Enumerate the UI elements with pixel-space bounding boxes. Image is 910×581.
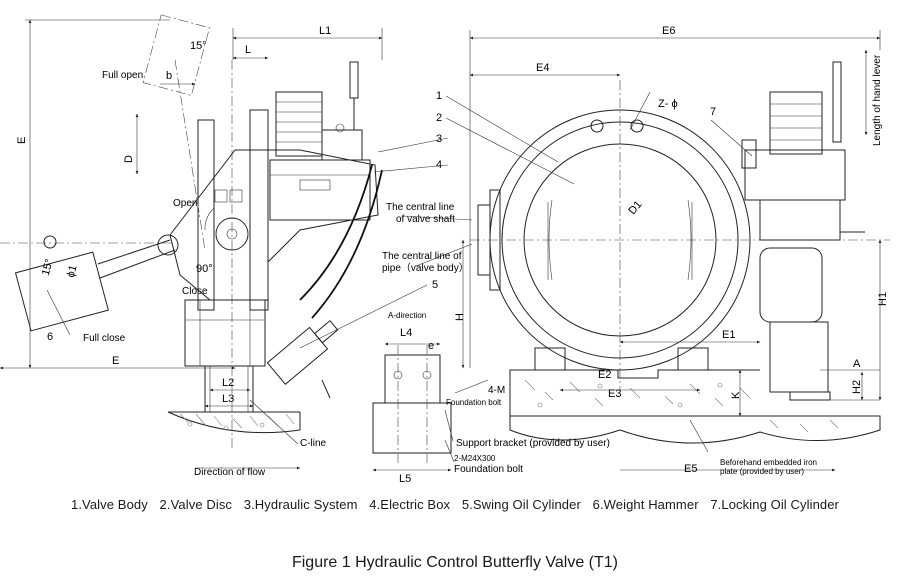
dim-A: A bbox=[853, 358, 861, 370]
callout-leaders bbox=[46, 95, 753, 463]
label-central-shaft-1: The central line bbox=[386, 202, 455, 213]
motor-right bbox=[769, 91, 823, 155]
label-direction-of-flow: Direction of flow bbox=[194, 467, 266, 478]
label-central-pipe-2: pipe（valve body） bbox=[382, 262, 469, 274]
label-embedded-2: plate (provided by user) bbox=[720, 467, 804, 476]
dim-90: 90° bbox=[196, 263, 213, 275]
dim-D: D bbox=[123, 155, 135, 163]
label-full-close: Full close bbox=[83, 333, 126, 344]
base-block bbox=[204, 365, 254, 413]
label-central-shaft-2: of valve shaft bbox=[396, 214, 455, 225]
dim-E-left: E bbox=[16, 137, 28, 144]
foundation-right bbox=[509, 369, 881, 444]
dim-K: K bbox=[730, 391, 742, 399]
side-view bbox=[0, 14, 383, 470]
dim-e: e bbox=[428, 340, 434, 352]
label-m24: 2-M24X300 bbox=[454, 454, 496, 463]
lever-body bbox=[169, 149, 379, 301]
dim-L5: L5 bbox=[399, 473, 411, 485]
label-a-direction: A-direction bbox=[388, 311, 426, 320]
dim-E4: E4 bbox=[536, 62, 549, 74]
flange-right bbox=[249, 109, 269, 311]
dim-E3: E3 bbox=[608, 388, 621, 400]
dim-H2: H2 bbox=[851, 380, 863, 394]
oil-pipe bbox=[299, 164, 373, 301]
label-c-line: C-line bbox=[300, 438, 327, 449]
position-dial bbox=[215, 217, 249, 251]
dim-z-phi: Z- ϕ bbox=[658, 98, 678, 110]
swing-cylinder bbox=[266, 320, 339, 385]
dim-15-top: 15° bbox=[190, 40, 207, 52]
label-foundation-bolt: Foundation bolt bbox=[446, 398, 502, 407]
weight-hammer bbox=[14, 251, 109, 332]
locking-cylinder bbox=[741, 139, 757, 169]
dim-b: b bbox=[166, 70, 172, 82]
legend-item: 3.Hydraulic System bbox=[243, 497, 358, 512]
dim-E-bottom: E bbox=[112, 355, 119, 367]
label-foundation-bolt-2: Foundation bolt bbox=[454, 464, 523, 475]
callout-4: 4 bbox=[436, 159, 442, 171]
dim-E6: E6 bbox=[662, 25, 675, 37]
dim-E1: E1 bbox=[722, 329, 735, 341]
label-embedded-1: Beforehand embedded iron bbox=[720, 458, 817, 467]
dim-E5: E5 bbox=[684, 463, 697, 475]
dim-phi1: ϕ1 bbox=[65, 264, 80, 279]
callout-7: 7 bbox=[710, 106, 716, 118]
legend-item: 5.Swing Oil Cylinder bbox=[461, 497, 581, 512]
label-hand-lever: Length of hand lever bbox=[872, 54, 883, 146]
legend-item: 1.Valve Body bbox=[70, 497, 148, 512]
legend-item: 6.Weight Hammer bbox=[592, 497, 699, 512]
part-labels: Full open Open Close Full close C-line D… bbox=[83, 54, 883, 478]
figure-title: Figure 1 Hydraulic Control Butterfly Val… bbox=[291, 554, 619, 571]
callout-numbers: 1 2 3 4 5 6 7 bbox=[47, 90, 716, 343]
dim-L4: L4 bbox=[400, 327, 412, 339]
label-4m: 4-M bbox=[488, 385, 505, 396]
label-full-open: Full open bbox=[102, 70, 143, 81]
motor bbox=[275, 91, 323, 157]
dimension-labels: L1 L b D E E L2 L3 L4 e L5 E6 E4 E1 E2 E… bbox=[16, 25, 889, 485]
legend-item: 2.Valve Disc bbox=[159, 497, 233, 512]
callout-6: 6 bbox=[47, 331, 53, 343]
legend-item: 4.Electric Box bbox=[369, 497, 451, 512]
callout-1: 1 bbox=[436, 90, 442, 102]
foundation-left bbox=[167, 411, 301, 434]
flange-left bbox=[197, 119, 215, 311]
dim-D1: D1 bbox=[626, 199, 644, 217]
electric-box bbox=[269, 159, 371, 221]
oil-tank bbox=[759, 247, 823, 323]
dim-L: L bbox=[245, 44, 251, 56]
foundation-bolt-detail bbox=[372, 342, 452, 472]
weight-full-open bbox=[142, 14, 210, 96]
label-open: Open bbox=[173, 198, 197, 209]
dim-E2: E2 bbox=[598, 369, 611, 381]
dim-L1: L1 bbox=[319, 25, 331, 37]
callout-3: 3 bbox=[436, 133, 442, 145]
dim-H1: H1 bbox=[877, 292, 889, 306]
weight-arm bbox=[97, 239, 176, 279]
callout-2: 2 bbox=[436, 112, 442, 124]
dim-L3: L3 bbox=[222, 393, 234, 405]
callout-5: 5 bbox=[432, 279, 438, 291]
label-close: Close bbox=[182, 286, 208, 297]
label-support-bracket: Support bracket (provided by user) bbox=[456, 438, 610, 449]
dim-L2: L2 bbox=[222, 377, 234, 389]
dim-H: H bbox=[454, 313, 466, 321]
parts-legend: 1.Valve Body 2.Valve Disc 3.Hydraulic Sy… bbox=[0, 497, 910, 512]
dim-15-left: 15° bbox=[40, 258, 56, 277]
front-view bbox=[461, 30, 890, 472]
label-central-pipe-1: The central line of bbox=[382, 251, 462, 262]
legend-item: 7.Locking Oil Cylinder bbox=[710, 497, 839, 512]
